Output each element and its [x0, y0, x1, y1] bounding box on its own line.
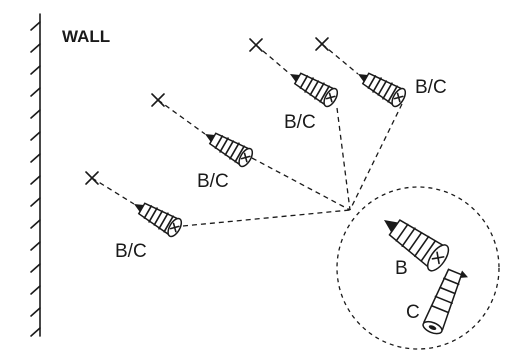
wall-plug-icon — [422, 268, 468, 335]
drill-mark-2 — [151, 93, 165, 107]
wall-hatching — [30, 21, 41, 337]
screw-anchor-icon — [384, 219, 450, 272]
anchor-label-1: B/C — [115, 241, 147, 262]
drill-mark-1 — [85, 171, 99, 185]
drill-mark-3 — [249, 38, 263, 52]
anchor-icon-4 — [358, 72, 407, 108]
anchor-label-4: B/C — [415, 77, 447, 98]
wall — [30, 13, 41, 337]
anchor-icon-1 — [134, 202, 183, 238]
anchor-label-2: B/C — [197, 171, 229, 192]
detail-inset: B C — [336, 186, 500, 350]
guide-lines — [91, 43, 403, 227]
wall-label: WALL — [62, 27, 110, 46]
plug-label: C — [406, 302, 420, 323]
screw-label: B — [395, 258, 408, 279]
anchor-icon-2 — [205, 132, 254, 168]
anchor-label-3: B/C — [284, 112, 316, 133]
drill-mark-4 — [315, 37, 329, 51]
anchor-icon-3 — [290, 72, 339, 108]
